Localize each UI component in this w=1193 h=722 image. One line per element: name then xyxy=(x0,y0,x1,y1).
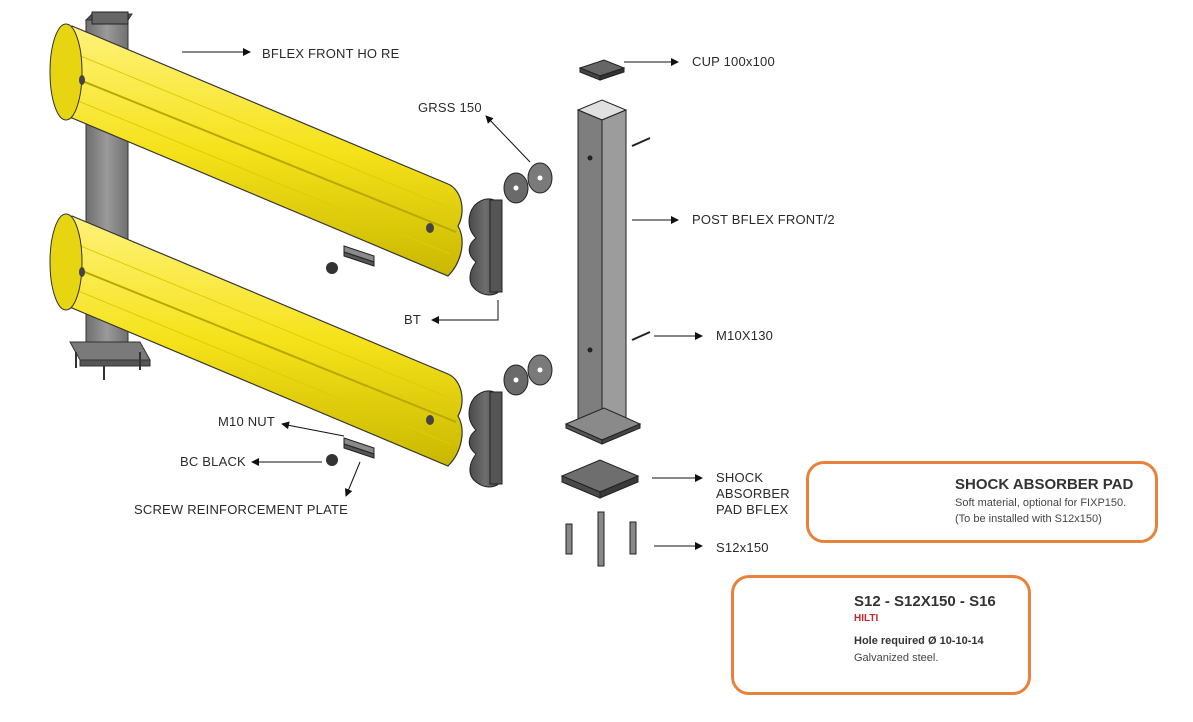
left-post-base-plate xyxy=(69,341,151,380)
upper-washers xyxy=(503,162,553,204)
label-post: POST BFLEX FRONT/2 xyxy=(692,212,835,227)
upper-reinforcement-plate xyxy=(326,245,375,274)
shock-absorber-info-box: SHOCK ABSORBER PAD Soft material, option… xyxy=(806,461,1158,543)
cup-cap xyxy=(578,59,626,81)
label-cup: CUP 100x100 xyxy=(692,54,775,69)
upper-yellow-rail xyxy=(49,23,463,277)
m10x130-bolts xyxy=(631,137,651,341)
anchor-box-line1: Hole required Ø 10-10-14 xyxy=(854,635,984,647)
lower-bracket xyxy=(468,390,503,488)
label-m10-nut: M10 NUT xyxy=(218,414,276,429)
anchor-box-brand: HILTI xyxy=(854,613,879,624)
upper-bracket xyxy=(468,198,503,296)
label-bflex-front: BFLEX FRONT HO RE xyxy=(262,46,400,61)
shock-absorber-pad xyxy=(560,459,640,499)
leader-arrows xyxy=(182,48,703,550)
label-screw-plate: SCREW REINFORCEMENT PLATE xyxy=(134,502,348,517)
label-s12x150: S12x150 xyxy=(716,540,769,555)
lower-reinforcement-plate xyxy=(326,437,375,466)
right-post xyxy=(576,99,628,433)
label-bt: BT xyxy=(404,312,422,327)
shock-box-title: SHOCK ABSORBER PAD xyxy=(955,476,1134,493)
s12x150-anchors xyxy=(565,511,637,567)
lower-yellow-rail xyxy=(49,213,463,467)
shock-box-line1: Soft material, optional for FIXP150. xyxy=(955,497,1127,509)
label-m10x130: M10X130 xyxy=(716,328,774,343)
label-bc-black: BC BLACK xyxy=(180,454,246,469)
anchor-box-line2: Galvanized steel. xyxy=(854,652,939,664)
anchor-box-title: S12 - S12X150 - S16 xyxy=(854,593,996,610)
right-post-base-plate xyxy=(564,407,642,445)
label-shock-pad: SHOCK ABSORBER PAD BFLEX xyxy=(716,470,790,517)
shock-box-line2: (To be installed with S12x150) xyxy=(955,513,1102,525)
label-grss: GRSS 150 xyxy=(418,100,482,115)
lower-washers xyxy=(503,354,553,396)
anchor-info-box: S12 - S12X150 - S16 HILTI Hole required … xyxy=(731,575,1031,695)
